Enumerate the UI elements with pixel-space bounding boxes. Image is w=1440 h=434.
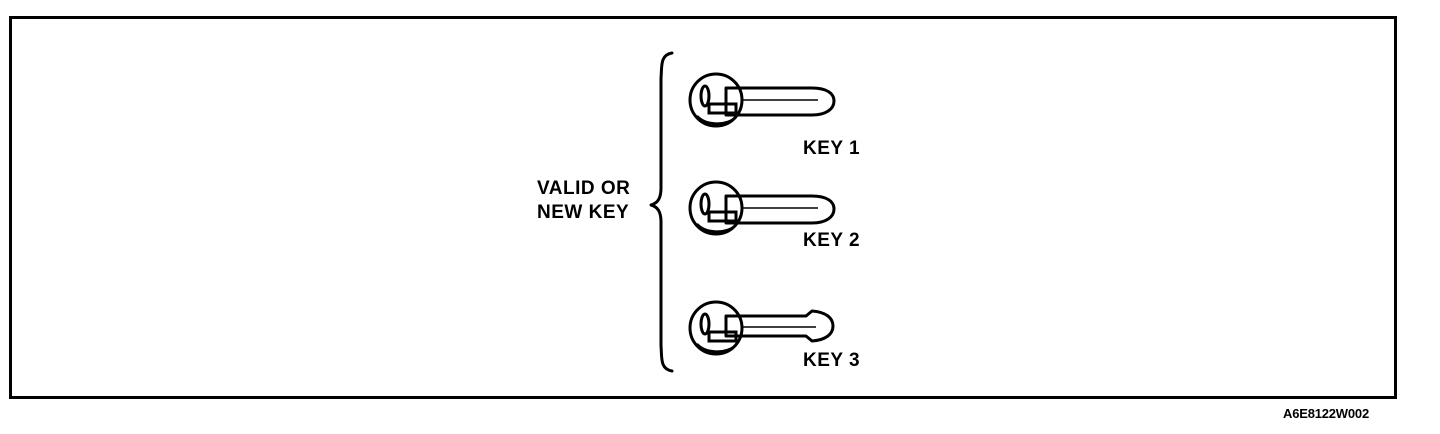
key-1-ring-slot: [699, 84, 711, 108]
key-1-inset-rect: [707, 102, 738, 115]
key-2-blade: [724, 194, 836, 225]
key-3-label: KEY 3: [803, 350, 860, 371]
figure-code: A6E8122W002: [1283, 406, 1369, 421]
key-3-head: [688, 300, 744, 356]
key-3-blade: [724, 309, 835, 343]
key-1-bottom-arc: [696, 115, 737, 125]
key-2-head: [688, 180, 744, 236]
key-3-inset-rect: [707, 330, 738, 343]
group-label: VALID OR NEW KEY: [537, 178, 630, 223]
key-3: KEY 3: [688, 300, 860, 371]
key-1-label: KEY 1: [803, 138, 860, 159]
key-2-ring-slot: [699, 192, 711, 216]
group-label-line1: VALID OR: [537, 178, 630, 199]
key-3-bottom-arc: [696, 343, 737, 353]
key-2-bottom-arc: [696, 223, 737, 233]
group-brace: [649, 51, 674, 373]
group-label-line2: NEW KEY: [537, 202, 629, 223]
key-1: KEY 1: [688, 72, 860, 159]
key-1-head: [688, 72, 744, 128]
key-2: KEY 2: [688, 180, 860, 251]
key-3-ring-slot: [699, 312, 711, 336]
diagram-border: [9, 16, 1397, 399]
key-2-inset-rect: [707, 210, 738, 223]
key-2-label: KEY 2: [803, 230, 860, 251]
key-1-blade: [724, 86, 836, 117]
